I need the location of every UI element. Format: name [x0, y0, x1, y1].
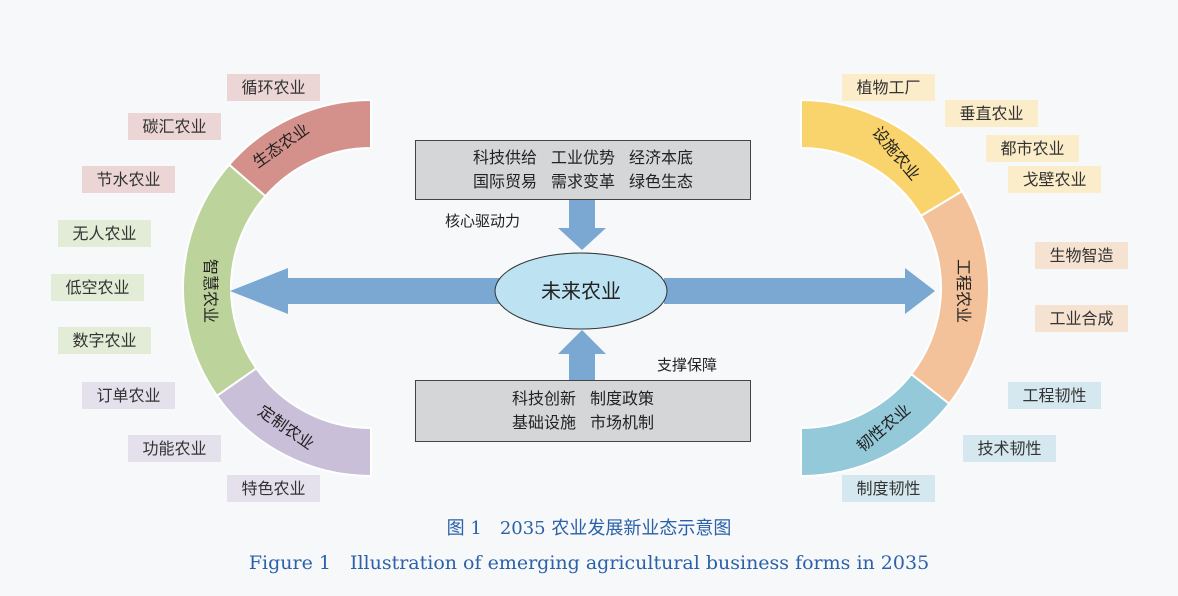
tag-right: 工业合成	[1035, 305, 1128, 332]
caption-english: Figure 1 Illustration of emerging agricu…	[248, 552, 930, 574]
driver-item: 绿色生态	[629, 172, 694, 191]
right-arc-label-engineering: 工程农业	[954, 259, 973, 323]
tag-left: 订单农业	[82, 382, 175, 409]
tag-left: 数字农业	[58, 327, 151, 354]
right-arc-segment-facility	[800, 98, 964, 218]
left-arc-segment-custom	[215, 366, 372, 478]
supports-box: 科技创新制度政策 基础设施市场机制	[415, 380, 751, 442]
drivers-label: 核心驱动力	[445, 212, 521, 230]
tag-right: 生物智造	[1035, 242, 1128, 269]
tag-left: 无人农业	[58, 220, 151, 247]
support-item: 基础设施	[511, 413, 576, 432]
right-arrow	[664, 268, 935, 314]
driver-item: 需求变革	[550, 172, 615, 191]
support-item: 市场机制	[590, 413, 655, 432]
left-arc-label-smart: 智慧农业	[201, 259, 220, 323]
tag-right: 戈壁农业	[1008, 166, 1101, 193]
tag-left: 节水农业	[82, 166, 175, 193]
tag-right: 都市农业	[986, 135, 1079, 162]
left-arc-segment-ecological	[227, 98, 372, 198]
support-item: 制度政策	[590, 389, 655, 408]
tag-right: 技术韧性	[963, 435, 1056, 462]
driver-item: 工业优势	[550, 148, 615, 167]
tag-left: 功能农业	[128, 435, 221, 462]
tag-left: 特色农业	[227, 475, 320, 502]
caption-chinese: 图 1 2035 农业发展新业态示意图	[446, 518, 732, 539]
down-arrow	[558, 200, 606, 250]
drivers-box: 科技供给工业优势经济本底 国际贸易需求变革绿色生态	[415, 140, 751, 200]
tag-left: 碳汇农业	[128, 113, 221, 140]
driver-item: 科技供给	[472, 148, 537, 167]
left-arrow	[230, 268, 503, 314]
center-label: 未来农业	[541, 279, 621, 303]
driver-item: 经济本底	[629, 148, 694, 167]
left-arc-segment-smart	[182, 163, 267, 398]
tag-right: 制度韧性	[842, 475, 935, 502]
driver-item: 国际贸易	[472, 172, 537, 191]
tag-left: 循环农业	[227, 74, 320, 101]
tag-left: 低空农业	[51, 274, 144, 301]
up-arrow	[558, 330, 606, 380]
tag-right: 垂直农业	[945, 100, 1038, 127]
center-ellipse	[494, 252, 668, 330]
supports-label: 支撑保障	[657, 356, 718, 374]
tag-right: 植物工厂	[842, 74, 935, 101]
support-item: 科技创新	[511, 389, 576, 408]
tag-right: 工程韧性	[1008, 382, 1101, 409]
right-arc-segment-resilient	[800, 372, 951, 478]
